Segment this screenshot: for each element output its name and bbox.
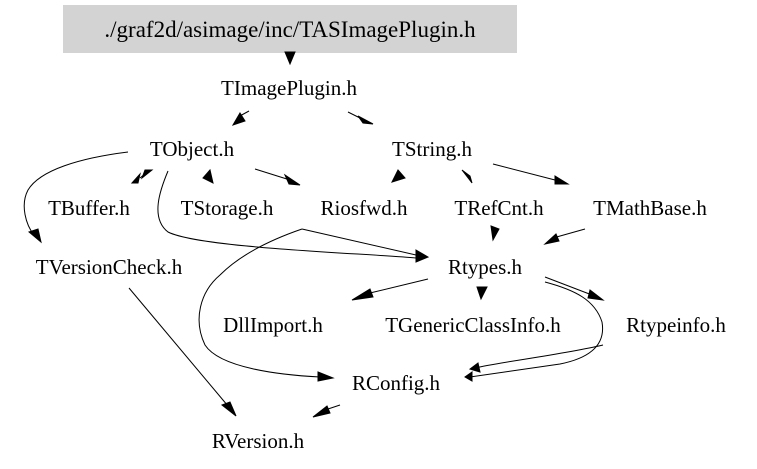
arrowhead-tbuffer-down xyxy=(130,172,141,184)
arrowhead-rtypes-left xyxy=(415,249,430,263)
arrowhead-tobject xyxy=(231,112,246,126)
node-dllimport[interactable]: DllImport.h xyxy=(223,313,323,337)
node-rtypeinfo[interactable]: Rtypeinfo.h xyxy=(626,313,726,337)
edge-tobject-rtypes xyxy=(157,170,417,259)
node-tstring[interactable]: TString.h xyxy=(392,137,472,161)
node-tstorage[interactable]: TStorage.h xyxy=(180,196,274,220)
arrowhead-rconfig-from-rtypes xyxy=(464,371,473,382)
edge-rtypes-rconfig xyxy=(469,281,604,378)
edge-tversioncheck-rversion xyxy=(128,287,229,407)
node-rtypes[interactable]: Rtypes.h xyxy=(447,255,523,279)
arrowhead-timageplugin xyxy=(284,51,296,66)
arrowhead-tversioncheck xyxy=(27,228,42,244)
node-tmathbase[interactable]: TMathBase.h xyxy=(593,196,707,220)
arrowhead-tbuffer-up xyxy=(140,169,154,180)
arrowhead-rconfig-left xyxy=(317,371,335,382)
node-tobject[interactable]: TObject.h xyxy=(149,137,235,161)
arrowhead-dllimport xyxy=(351,288,374,301)
node-rconfig[interactable]: RConfig.h xyxy=(351,371,441,395)
node-rversion[interactable]: RVersion.h xyxy=(211,429,305,453)
node-timageplugin[interactable]: TImagePlugin.h xyxy=(221,76,357,100)
node-tbuffer[interactable]: TBuffer.h xyxy=(48,196,130,220)
arrowhead-trefcnt xyxy=(461,169,473,184)
arrowhead-tgenericclassinfo xyxy=(476,286,488,301)
arrowhead-riosfwd-from-tobject xyxy=(283,173,301,186)
arrowhead-riosfwd-from-tstring xyxy=(391,169,406,183)
edge-tstring-tmathbase xyxy=(492,163,556,181)
arrowhead-rtypes-from-tmathbase xyxy=(543,233,560,245)
node-root[interactable]: ./graf2d/asimage/inc/TASImagePlugin.h xyxy=(104,17,476,42)
arrowhead-rtypeinfo xyxy=(587,289,605,301)
arrowhead-tstring xyxy=(357,115,374,125)
edge-rtypeinfo-rconfig xyxy=(474,344,604,369)
edge-rtypes-dllimport xyxy=(369,278,429,294)
edge-tobject-riosfwd xyxy=(254,168,291,181)
edge-tmathbase-rtypes xyxy=(552,228,586,239)
edge-riosfwd-rtypes xyxy=(301,228,417,256)
edge-riosfwd-rconfig xyxy=(198,228,321,378)
node-tgenericclassinfo[interactable]: TGenericClassInfo.h xyxy=(385,313,561,337)
node-riosfwd[interactable]: Riosfwd.h xyxy=(320,196,408,220)
node-tversioncheck[interactable]: TVersionCheck.h xyxy=(35,255,183,279)
arrowhead-tstorage xyxy=(202,168,214,184)
arrowhead-rtypes-from-trefcnt xyxy=(490,225,500,242)
arrowhead-rversion-from-rconfig xyxy=(312,405,331,418)
root-node-box[interactable] xyxy=(63,5,517,53)
edge-rtypes-rtypeinfo xyxy=(544,276,593,296)
edge-tobject-tversioncheck xyxy=(23,151,129,236)
node-trefcnt[interactable]: TRefCnt.h xyxy=(454,196,544,220)
arrowhead-rversion-from-tversioncheck xyxy=(220,401,237,417)
arrowhead-tmathbase xyxy=(554,175,570,185)
arrowhead-rconfig-from-rtypeinfo xyxy=(468,362,481,373)
